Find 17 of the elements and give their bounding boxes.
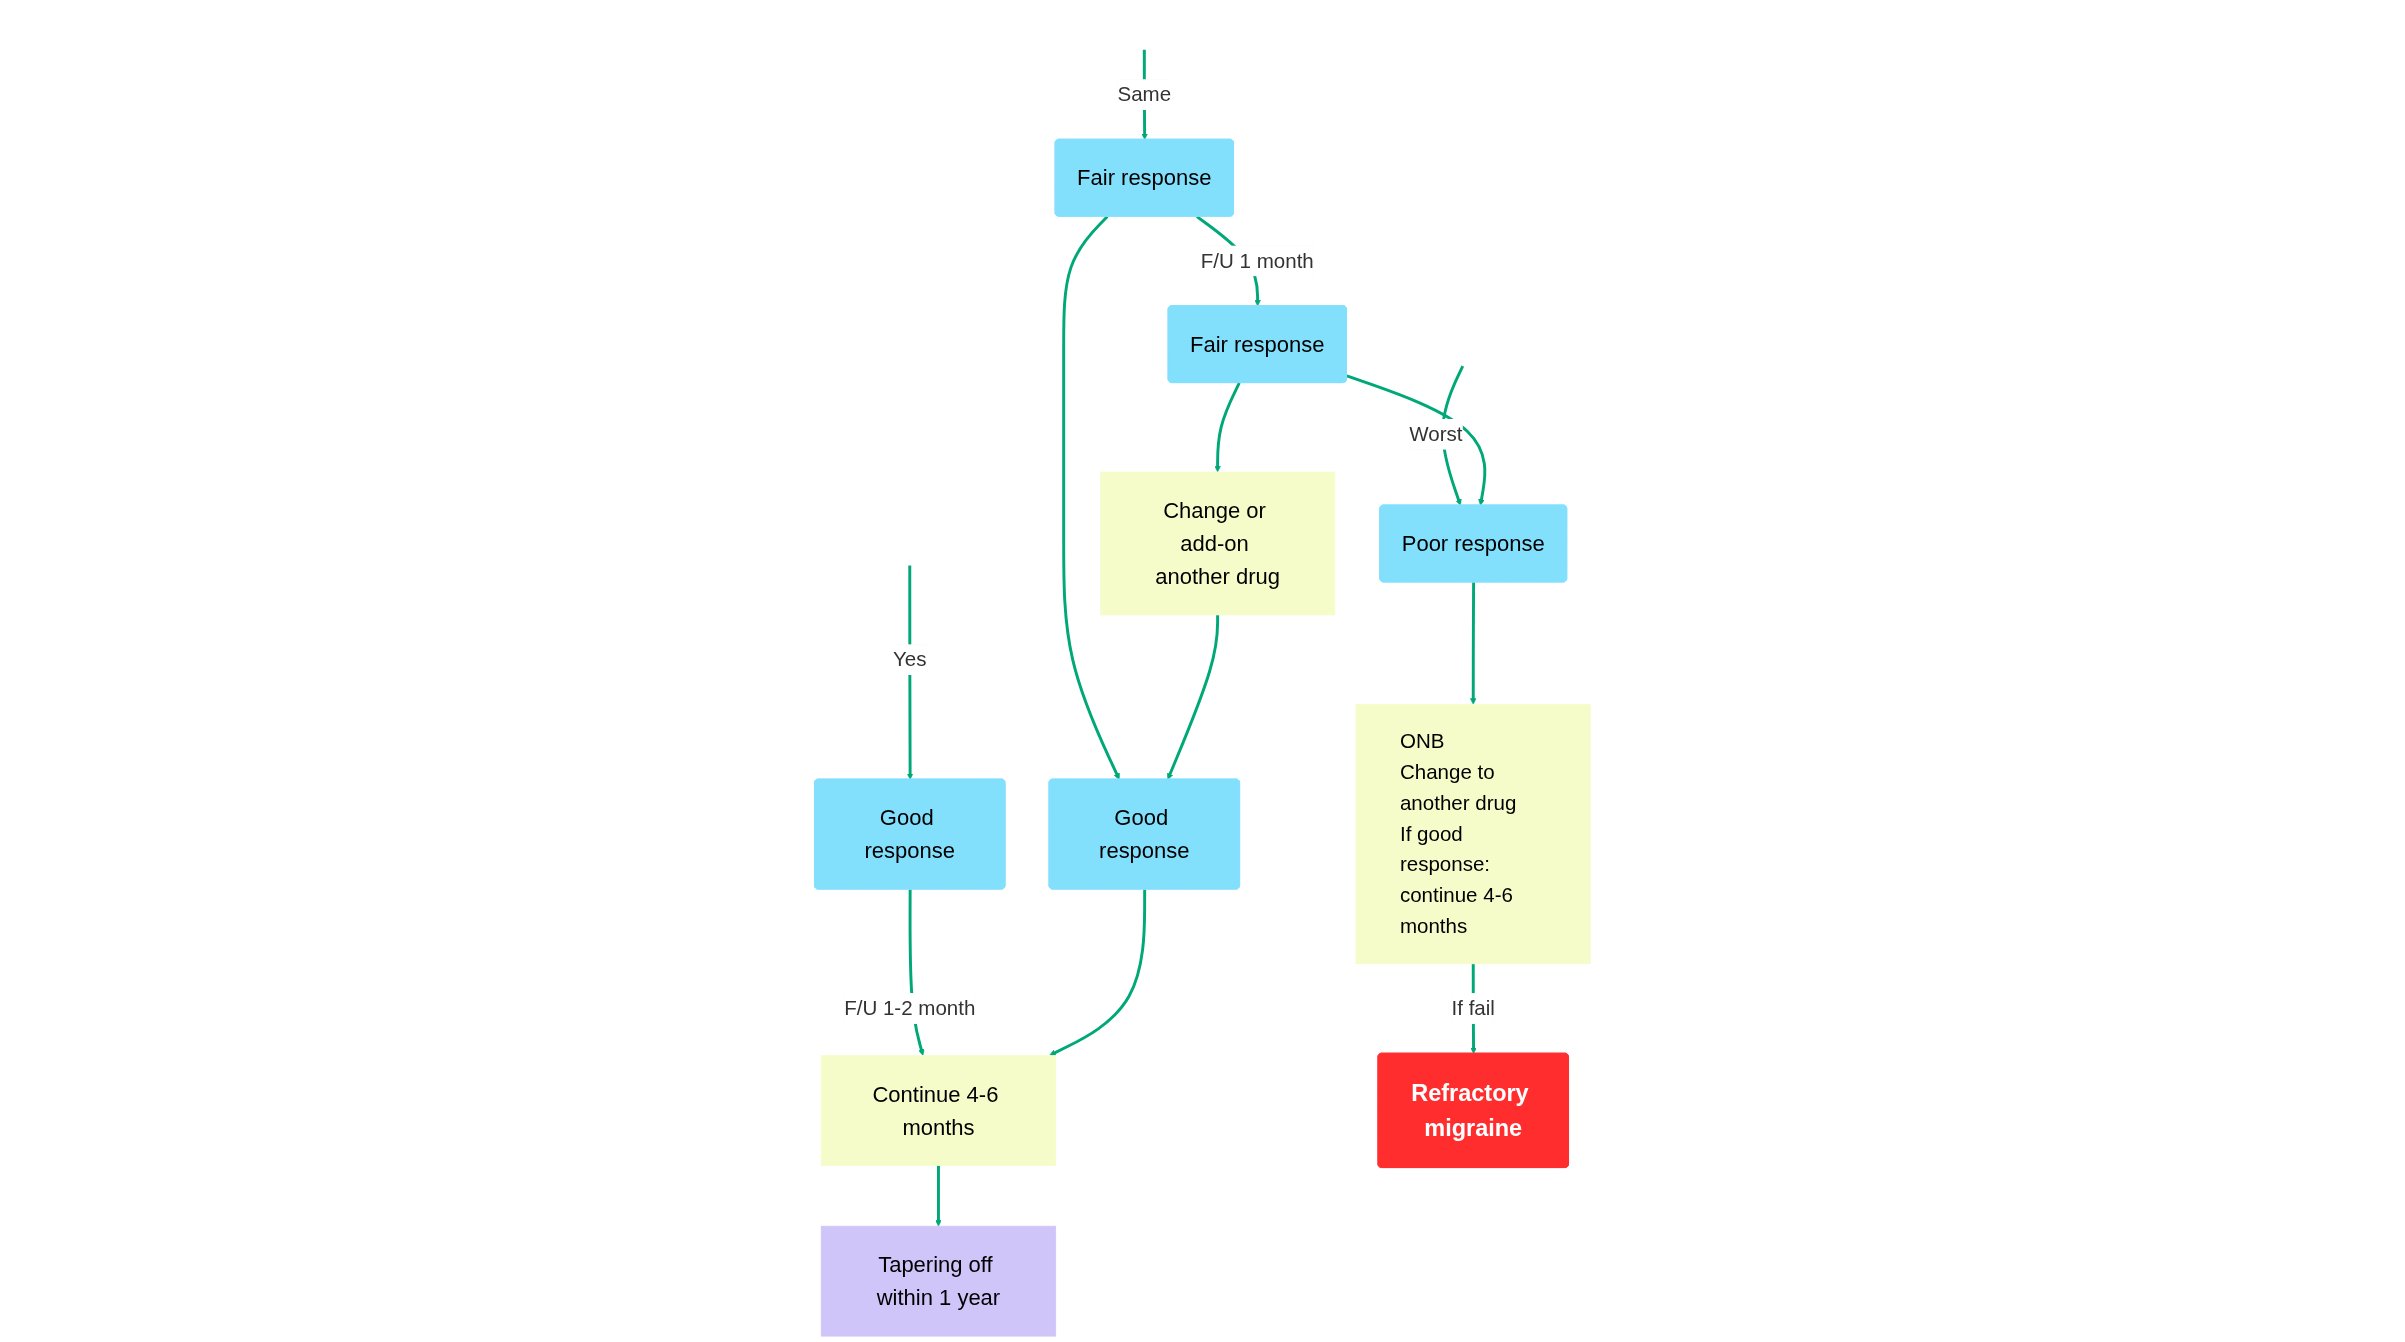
arrow <box>1346 374 1487 506</box>
edge-label: F/U 1 month <box>1200 249 1314 272</box>
node-box: ONB Change to another drug If good response: continue 4-6 months <box>1355 704 1591 965</box>
edge-label: Yes <box>893 647 927 671</box>
arrow <box>1470 582 1477 705</box>
edge-label: F/U 1-2 month <box>844 996 976 1020</box>
node-box: Tapering off within 1 year <box>820 1225 1057 1337</box>
arrow <box>1214 382 1241 473</box>
node-box: Change or add-on another drug <box>1099 471 1336 616</box>
edge-label: Worst <box>1409 422 1463 446</box>
edge-label: If fail <box>1451 996 1495 1020</box>
arrow <box>1167 614 1220 780</box>
arrow <box>935 1165 942 1227</box>
arrow <box>1049 889 1147 1056</box>
arrow <box>1062 215 1120 780</box>
edge-label: Same <box>1117 82 1172 106</box>
node-box: Continue 4-6 months <box>820 1055 1057 1166</box>
